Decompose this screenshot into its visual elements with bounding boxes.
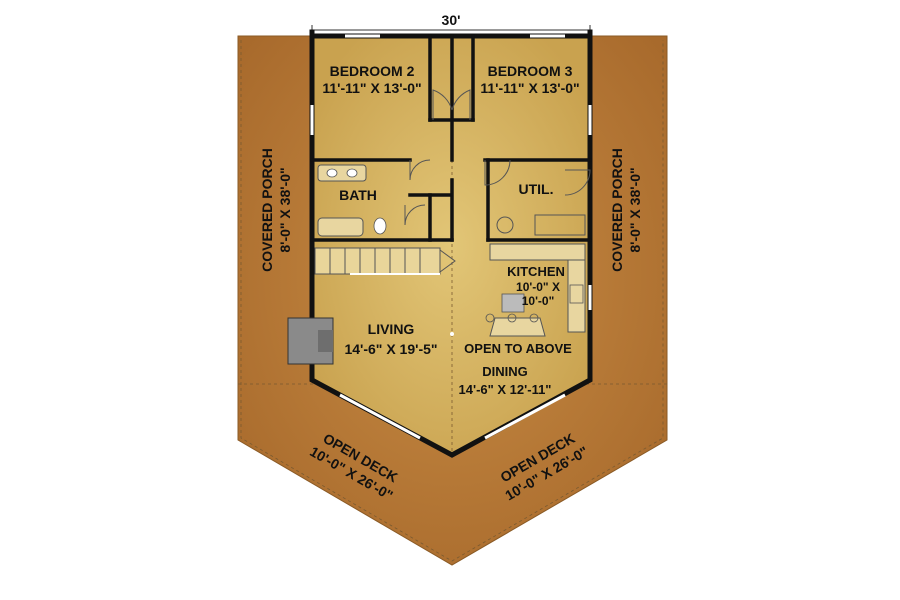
dimension-label: 30' xyxy=(442,12,461,28)
door-swings xyxy=(404,89,591,226)
bedroom3-size: 11'-11" X 13'-0" xyxy=(480,80,579,96)
bedroom2-size: 11'-11" X 13'-0" xyxy=(322,80,421,96)
kitchen-name: KITCHEN xyxy=(507,264,565,279)
living-name: LIVING xyxy=(368,321,415,337)
interior-floor xyxy=(312,36,590,455)
kitchen-fixtures xyxy=(485,243,586,337)
util-name: UTIL. xyxy=(519,181,554,197)
bath-name: BATH xyxy=(339,187,377,203)
washer xyxy=(496,216,514,234)
dining-name: DINING xyxy=(482,364,528,379)
open-to-above-label: OPEN TO ABOVE xyxy=(464,341,572,356)
bathtub xyxy=(317,217,364,237)
deck-railing xyxy=(240,40,664,562)
bath-fixtures xyxy=(317,164,387,237)
interior-walls xyxy=(310,34,592,242)
bedroom2-name: BEDROOM 2 xyxy=(330,63,415,79)
porch-right-name: COVERED PORCH xyxy=(609,148,625,272)
kitchen-counter-side xyxy=(567,259,586,333)
util-fixtures xyxy=(496,214,586,236)
bedroom3-name: BEDROOM 3 xyxy=(488,63,573,79)
kitchen-island xyxy=(489,317,546,337)
vanity xyxy=(317,164,367,182)
dining-size: 14'-6" X 12'-11" xyxy=(459,382,552,397)
cooktop xyxy=(501,293,525,313)
kitchen-size-line2: 10'-0" xyxy=(522,294,555,308)
kitchen-counter-top xyxy=(489,243,586,261)
top-dimension: 30' xyxy=(311,12,591,35)
living-size: 14'-6" X 19'-5" xyxy=(344,341,437,357)
porch-left-size: 8'-0" X 38'-0" xyxy=(277,167,293,252)
porch-right-size: 8'-0" X 38'-0" xyxy=(627,167,643,252)
center-marker xyxy=(450,332,454,336)
porch-right-label: COVERED PORCH 8'-0" X 38'-0" xyxy=(609,148,643,272)
toilet xyxy=(373,217,387,235)
stairs xyxy=(314,247,456,275)
porch-left-label: COVERED PORCH 8'-0" X 38'-0" xyxy=(259,148,293,272)
dryer xyxy=(534,214,586,236)
sink xyxy=(569,284,584,304)
porch-left-name: COVERED PORCH xyxy=(259,148,275,272)
fireplace xyxy=(287,317,334,365)
kitchen-size-line1: 10'-0" X xyxy=(516,280,560,294)
